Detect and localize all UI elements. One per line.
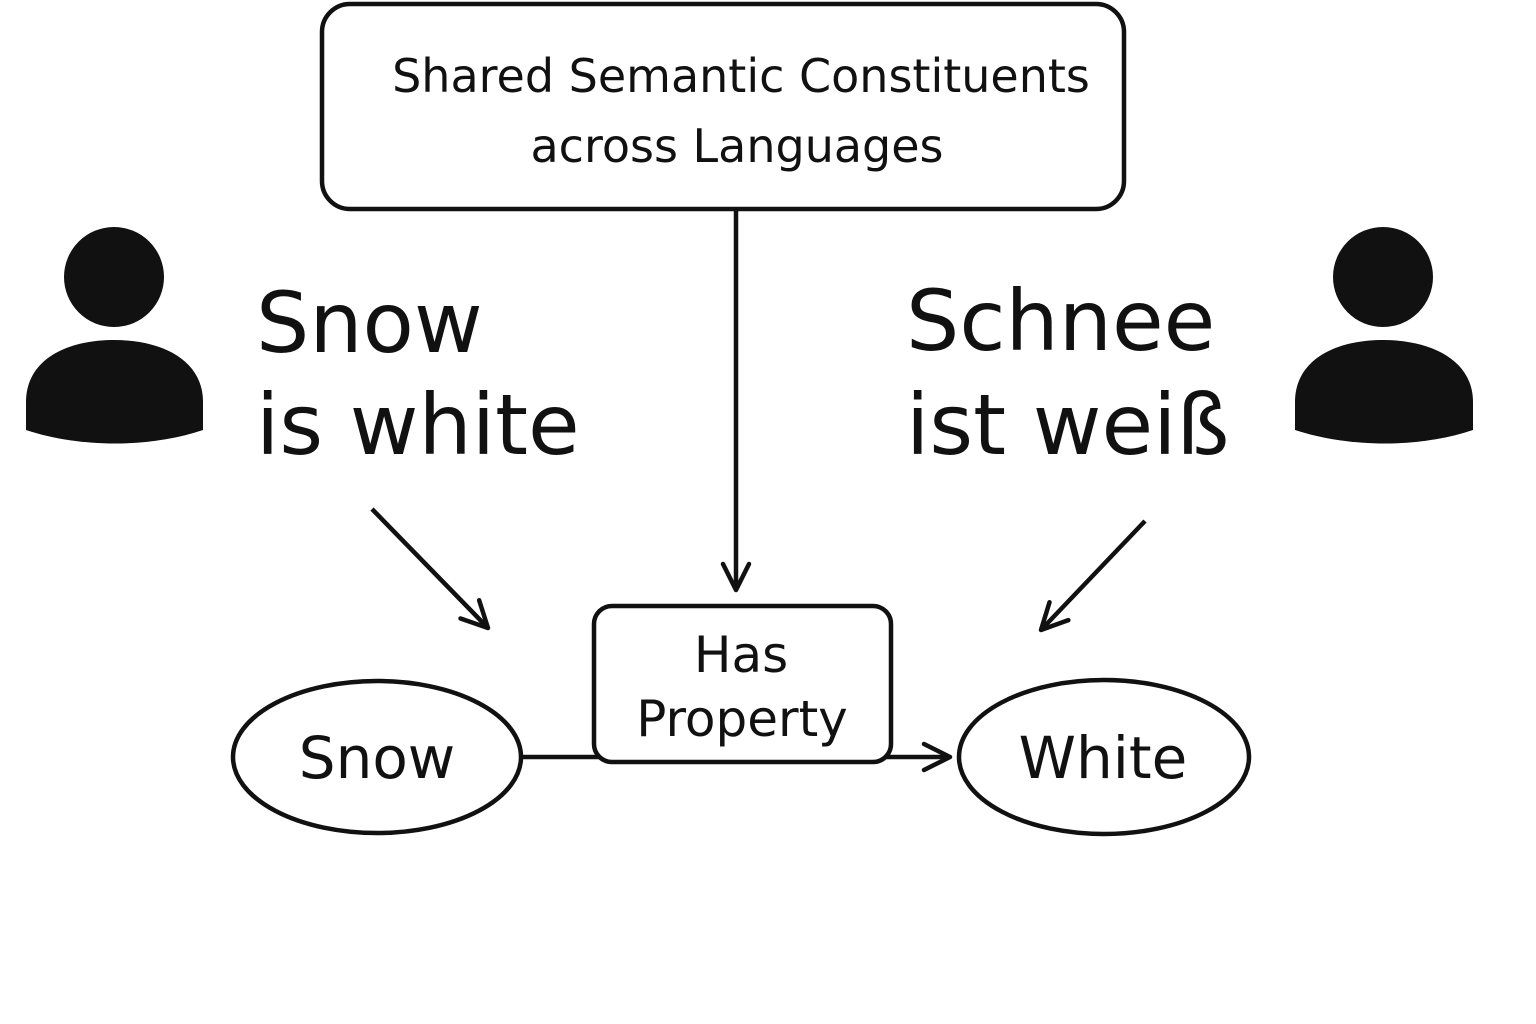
title-box: Shared Semantic Constituents across Lang… — [319, 1, 1127, 212]
english-sentence-line-2: is white — [256, 376, 580, 474]
object-node-label: White — [1019, 724, 1188, 792]
english-sentence-line-1: Snow — [256, 274, 483, 372]
right-person-icon — [1295, 227, 1473, 444]
english-sentence: Snow is white — [256, 274, 580, 474]
relation-box: Has Property — [591, 603, 894, 765]
german-sentence-line-1: Schnee — [906, 272, 1215, 370]
relation-line-1: Has — [694, 626, 788, 684]
relation-line-2: Property — [636, 690, 848, 748]
subject-node-label: Snow — [299, 724, 456, 792]
german-sentence-line-2: ist weiß — [906, 376, 1229, 474]
subject-node: Snow — [230, 678, 524, 836]
relation-box-frame — [591, 603, 894, 765]
title-box-frame — [319, 1, 1127, 212]
object-node: White — [956, 677, 1252, 837]
title-line-1: Shared Semantic Constituents — [392, 49, 1090, 103]
german-sentence: Schnee ist weiß — [906, 272, 1229, 474]
english-to-graph-arrow — [370, 507, 491, 631]
title-line-2: across Languages — [530, 119, 943, 173]
left-person-icon — [26, 227, 203, 444]
german-to-graph-arrow — [1038, 519, 1147, 633]
